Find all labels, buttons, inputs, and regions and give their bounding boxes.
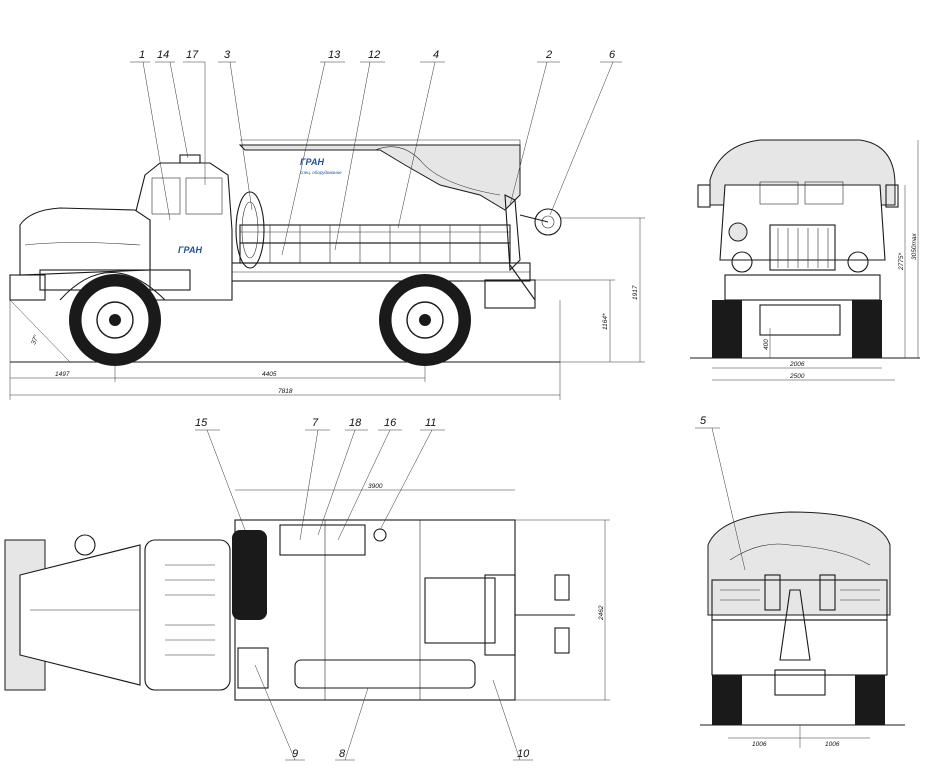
- dim-wheelbase: 4405: [262, 371, 277, 378]
- body-logo-tagline: спец. оборудование: [300, 170, 342, 175]
- callout-10: 10: [517, 748, 530, 760]
- dim-side-height: 1917: [632, 285, 639, 300]
- dim-approach-angle: 37°: [29, 333, 40, 345]
- callout-9: 9: [292, 748, 298, 760]
- dim-front-clearance: 400: [763, 339, 770, 350]
- dim-front-max-height: 3050max: [911, 233, 918, 260]
- rear-wheel: [379, 274, 471, 366]
- dim-front-overhang: 1497: [55, 371, 70, 378]
- top-view: 3900 2462 15 7 18 16 11 9 8 10: [4, 417, 610, 761]
- callout-8: 8: [339, 748, 346, 760]
- dim-front-track: 2006: [789, 361, 805, 368]
- body-logo-text: ГРАН: [300, 157, 324, 167]
- front-view: 2006 2500 2775* 3050max 400: [690, 139, 920, 381]
- dim-front-height: 2775*: [898, 253, 905, 271]
- callout-15: 15: [195, 417, 208, 429]
- front-wheel: [69, 274, 161, 366]
- dim-rear-left: 1006: [752, 741, 767, 748]
- callout-18: 18: [349, 417, 362, 429]
- dim-frame-height: 1164*: [602, 313, 609, 330]
- callout-11: 11: [425, 417, 436, 429]
- rear-view: 1006 1006 5: [695, 415, 905, 748]
- dim-total-length: 7818: [278, 388, 293, 395]
- callout-12: 12: [368, 49, 380, 61]
- side-view: ГРАН спец. оборудование ГРАН 1497 4405 7…: [9, 49, 645, 400]
- callout-13: 13: [328, 49, 341, 61]
- dim-rear-right: 1006: [825, 741, 840, 748]
- dim-top-width: 2462: [598, 605, 605, 621]
- dim-front-width: 2500: [789, 373, 805, 380]
- callout-5: 5: [700, 415, 707, 427]
- callout-2: 2: [545, 49, 552, 61]
- callout-1: 1: [139, 49, 145, 61]
- callout-6: 6: [609, 49, 616, 61]
- cab-logo-text: ГРАН: [178, 245, 202, 255]
- callout-4: 4: [433, 49, 439, 61]
- callout-7: 7: [312, 417, 319, 429]
- callout-17: 17: [186, 49, 199, 61]
- dim-top-length: 3900: [368, 483, 383, 490]
- callout-16: 16: [384, 417, 397, 429]
- callout-3: 3: [224, 49, 231, 61]
- callout-14: 14: [157, 49, 169, 61]
